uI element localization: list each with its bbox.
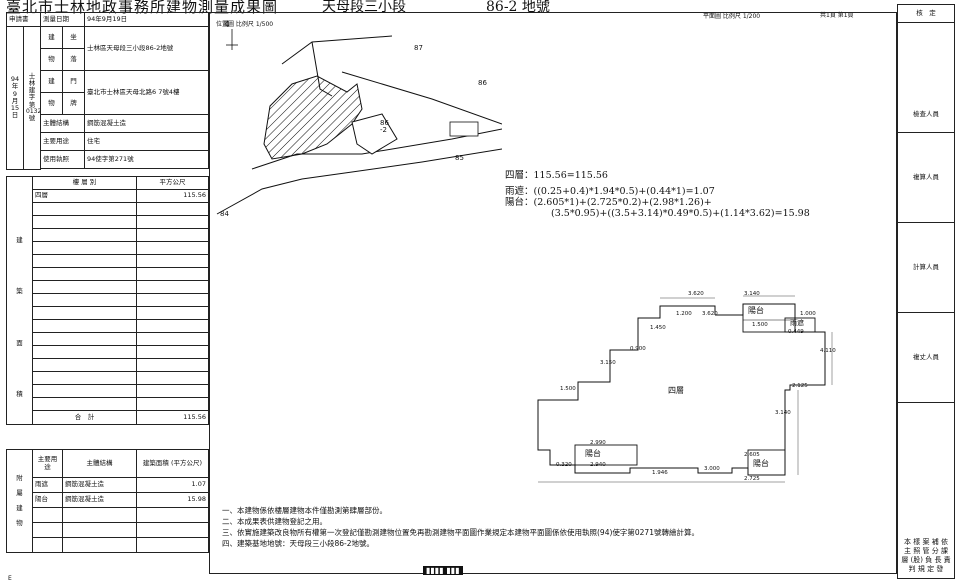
attachment-area: 1.07 [136, 477, 209, 493]
plan-dimension: 1.946 [652, 470, 668, 476]
plan-dimension: 2.990 [590, 440, 606, 446]
main-structure: 鋼筋混凝土造 [84, 114, 209, 133]
inspector-label: 檢查人員 [897, 22, 955, 133]
survey-date: 94年9月19日 [84, 12, 209, 27]
reviewer-label: 複算人員 [897, 132, 955, 223]
map-label: 87 [414, 44, 423, 52]
plan-dimension: 0.449 [788, 329, 804, 335]
building-area-label: 建築面積 [6, 176, 33, 425]
attachment-area: 15.98 [136, 492, 209, 508]
note-line: 三、依實施建築改良物所有權第一次登記僅勘測建物位置免再勘測建物平面圖作業規定本建… [222, 527, 699, 537]
total-value: 115.56 [136, 410, 209, 425]
calculator-label: 計算人員 [897, 222, 955, 313]
address-value: 臺北市士林區天母北路6 7號4樓 [84, 70, 209, 115]
approve-label: 核 定 [897, 4, 955, 23]
plan-dimension: 1.450 [650, 325, 666, 331]
calc-floor-area: 四層：115.56=115.56 [505, 170, 608, 181]
approval-seal-text: 本 樣 案 補 依 主 照 管 分 課 層 (股) 負 長 責 判 規 定 發 [897, 402, 955, 579]
survey-date-label: 測量日期 [40, 12, 85, 27]
attached-building-table: 附屬建物 主要用途 主體結構 建築面積 (平方公尺) 雨遮 鋼筋混凝土造 1.0… [6, 449, 209, 553]
plan-dimension: 2.125 [792, 383, 808, 389]
map-label: 84 [220, 210, 229, 218]
attachment-use: 雨遮 [32, 477, 63, 493]
map-label: 85 [455, 154, 464, 162]
floor-plan [537, 295, 833, 483]
notes-block: 一、本建物係依樓層建物本件僅勘測第肆層部份。 二、本成果表供建物登記之用。 三、… [222, 506, 882, 547]
attached-label: 附屬建物 [6, 449, 33, 553]
location-value: 士林區天母段三小段86-2地號 [84, 26, 209, 71]
location-scale: 位置圖 比例尺 1/500 [216, 21, 274, 28]
plan-rain-cover: 雨遮 [790, 319, 804, 327]
calc-balcony-cont: (3.5*0.95)+((3.5+3.14)*0.49*0.5)+(1.14*3… [551, 208, 810, 219]
plan-dimension: 3.150 [600, 360, 616, 366]
plan-dimension: 0.900 [630, 346, 646, 352]
note-line: 一、本建物係依樓層建物本件僅勘測第肆層部份。 [222, 506, 387, 515]
attachment-use: 陽台 [32, 492, 63, 508]
plan-dimension: 3.000 [704, 466, 720, 472]
attachment-struct: 鋼筋混凝土造 [62, 492, 137, 508]
map-label: 86 -2 [380, 119, 389, 134]
plan-balcony-bottom-left: 陽台 [585, 449, 601, 458]
plan-dimension: 2.605 [744, 452, 760, 458]
plan-balcony-bottom-right: 陽台 [753, 459, 769, 468]
lot-number: 86-2 地號 [486, 0, 550, 15]
plan-dimension: 1.200 [676, 311, 692, 317]
plan-dimension: 0.320 [556, 462, 572, 468]
corner-letter: E [8, 575, 12, 582]
plan-dimension: 1.500 [560, 386, 576, 392]
plan-dimension: 1.000 [800, 311, 816, 317]
plan-dimension: 3.140 [744, 291, 760, 297]
applicant-label: 申請書 [6, 12, 41, 27]
plan-dimension: 3.140 [775, 410, 791, 416]
attachment-struct: 鋼筋混凝土造 [62, 477, 137, 493]
plan-balcony-top: 陽台 [748, 306, 764, 315]
plan-dimension: 4.110 [820, 348, 836, 354]
note-line: 二、本成果表供建物登記之用。 [222, 516, 327, 526]
total-label: 合 計 [32, 410, 137, 425]
floor-name: 四層 [32, 189, 137, 203]
calc-rain-cover: 雨遮：((0.25+0.4)*1.94*0.5)+(0.44*1)=1.07 [505, 186, 715, 197]
floor-area-table: 建築面積 樓 層 別 平方公尺 四層 115.56 合 計 115.56 [6, 176, 209, 425]
note-line: 四、建築基地地號：天母段三小段86-2地號。 [222, 538, 375, 547]
plan-dimension: 3.620 [702, 311, 718, 317]
plan-scale: 平面圖 比例尺 1/200 [703, 13, 761, 20]
floor-area: 115.56 [136, 189, 209, 203]
approval-column: 核 定 檢查人員 複算人員 計算人員 複丈人員 本 樣 案 補 依 主 照 管 … [897, 4, 955, 579]
plan-dimension: 2.940 [590, 462, 606, 468]
plan-dimension: 1.500 [752, 322, 768, 328]
page-count: 共1頁 第1頁 [820, 12, 854, 19]
section-name: 天母段三小段 [322, 0, 406, 15]
plan-dimension: 2.725 [744, 476, 760, 482]
location-map [216, 29, 502, 215]
surveyor-label: 複丈人員 [897, 312, 955, 403]
permit-number: 94使字第271號 [84, 150, 209, 169]
calc-balcony: 陽台：(2.605*1)+(2.725*0.2)+(2.98*1.26)+ [505, 197, 712, 208]
map-label: 86 [478, 79, 487, 87]
plan-floor-label: 四層 [668, 386, 684, 395]
stamp-mark: ▮▮▮▮ ▮▮▮ [423, 566, 463, 575]
plan-dimension: 3.620 [688, 291, 704, 297]
drawing-frame [209, 12, 897, 574]
main-use: 住宅 [84, 132, 209, 151]
north-mark: 4 [224, 20, 230, 30]
